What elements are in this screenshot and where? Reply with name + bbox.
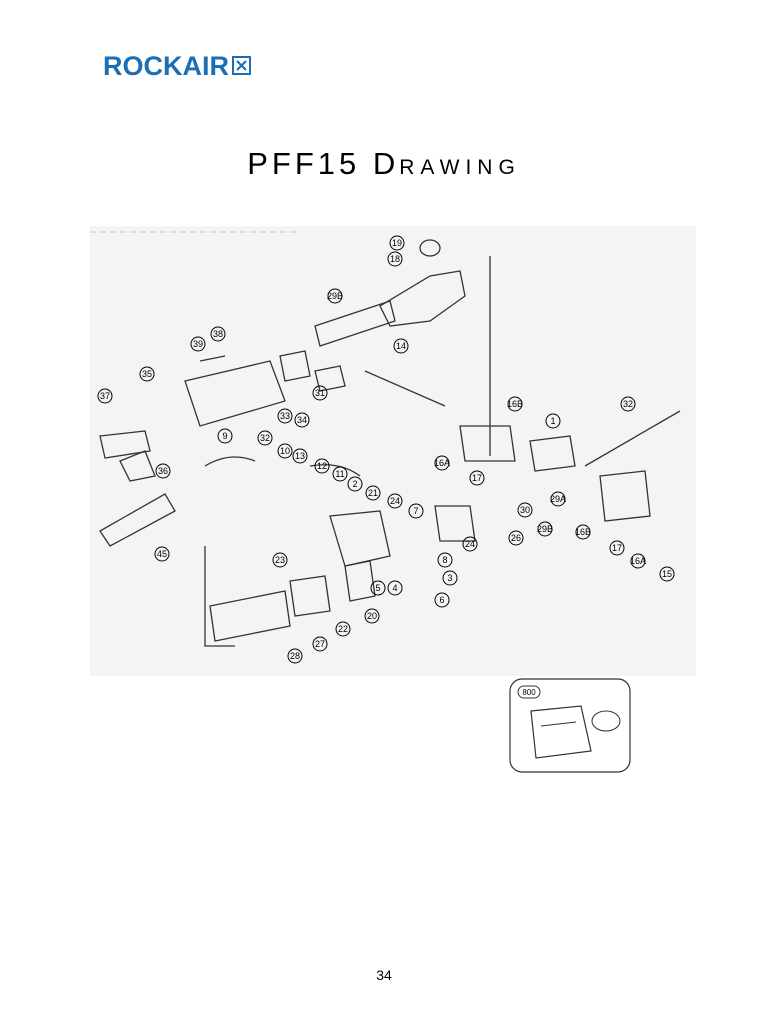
part-36: 34 <box>297 415 307 425</box>
part-26: 26 <box>511 533 521 543</box>
part-29A: 29A <box>550 494 566 504</box>
part-24: 24 <box>465 539 475 549</box>
page-title: PFF15 DRAWING <box>0 146 768 182</box>
part-1: 1 <box>550 416 555 426</box>
logo-text: ROCKAIR <box>103 51 229 81</box>
part-29B: 29B <box>537 524 553 534</box>
part-33: 32 <box>623 399 633 409</box>
rockair-logo: ROCKAIR <box>103 53 251 80</box>
part-40: 38 <box>213 329 223 339</box>
part-16A: 16A <box>434 458 450 468</box>
part-10: 10 <box>280 446 290 456</box>
part-5: 5 <box>375 583 380 593</box>
page-number: 34 <box>376 967 392 983</box>
part-28: 28 <box>290 651 300 661</box>
logo-x-icon <box>232 56 251 75</box>
inset-part-800: 800 <box>522 688 536 697</box>
part-31: 29B <box>327 291 343 301</box>
inset-drawing: 800 <box>509 678 631 773</box>
part-16A-2: 16A <box>630 556 646 566</box>
part-30: 30 <box>520 505 530 515</box>
part-9: 9 <box>222 431 227 441</box>
part-19: 19 <box>392 238 402 248</box>
part-14: 14 <box>396 341 406 351</box>
part-4: 4 <box>392 583 397 593</box>
part-25: 24 <box>390 496 400 506</box>
title-part1: PFF15 D <box>247 146 400 181</box>
part-22: 22 <box>338 624 348 634</box>
part-37: 35 <box>142 369 152 379</box>
part-35: 33 <box>280 411 290 421</box>
exploded-parts-drawing: 19 18 29B 14 38 39 35 37 31 34 33 32 9 3… <box>90 226 696 676</box>
part-23: 23 <box>275 555 285 565</box>
part-45: 45 <box>157 549 167 559</box>
part-16B-2: 16B <box>575 527 591 537</box>
part-17-2: 17 <box>612 543 622 553</box>
part-21: 21 <box>368 488 378 498</box>
part-11: 11 <box>335 469 344 479</box>
part-15: 15 <box>662 569 672 579</box>
part-20: 20 <box>367 611 377 621</box>
part-numbers: 19 18 29B 14 38 39 35 37 31 34 33 32 9 3… <box>97 235 675 664</box>
part-16B: 16B <box>507 399 523 409</box>
part-27: 27 <box>315 639 325 649</box>
part-18: 18 <box>390 254 400 264</box>
part-2: 2 <box>352 479 357 489</box>
part-17: 17 <box>472 473 482 483</box>
part-34: 32 <box>260 433 270 443</box>
part-41: 39 <box>193 339 203 349</box>
title-part2: RAWING <box>399 156 521 179</box>
part-39: 37 <box>100 391 110 401</box>
part-38: 36 <box>158 466 168 476</box>
part-3: 3 <box>447 573 452 583</box>
part-6: 6 <box>439 595 444 605</box>
part-12: 12 <box>317 461 327 471</box>
parts-outlines <box>99 239 681 647</box>
part-7: 7 <box>413 506 418 516</box>
part-8: 8 <box>442 555 447 565</box>
part-32: 31 <box>315 388 325 398</box>
part-13: 13 <box>295 451 305 461</box>
